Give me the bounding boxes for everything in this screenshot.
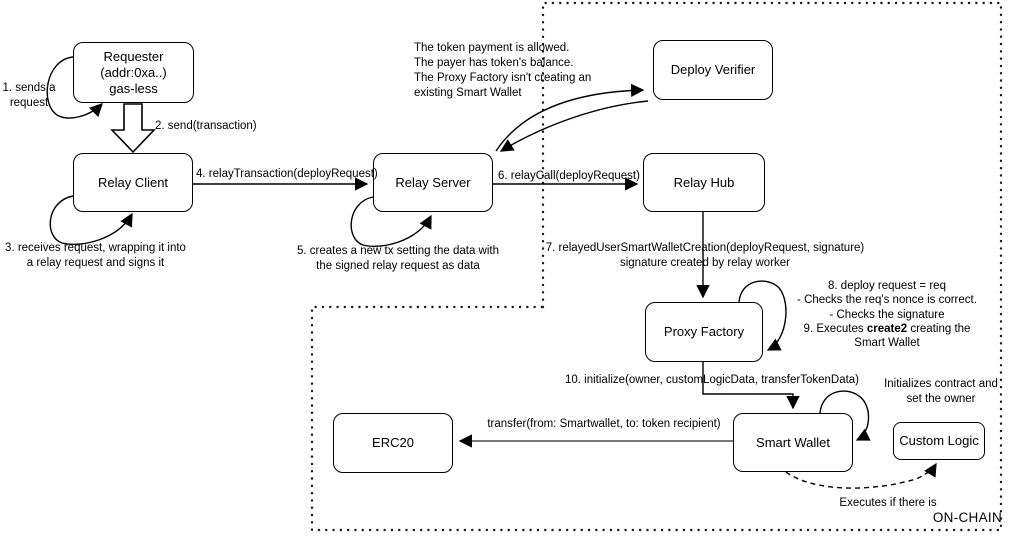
relay-server-box: Relay Server (373, 153, 493, 212)
relay-hub-box: Relay Hub (643, 153, 765, 212)
initializes-note: Initializes contract and set the owner (884, 378, 998, 405)
relay-hub-label: Relay Hub (673, 174, 735, 190)
step5-label: 5. creates a new tx setting the data wit… (296, 245, 499, 272)
custom-logic-label: Custom Logic (899, 433, 979, 448)
requester-label: Requester (addr:0xa..) gas-less (100, 48, 167, 96)
step10-label: 10. initialize(owner, customLogicData, t… (564, 374, 860, 386)
proxy-factory-box: Proxy Factory (645, 302, 763, 362)
arrow-from-deploy-verifier (499, 100, 649, 152)
smart-wallet-label: Smart Wallet (756, 434, 830, 450)
proxy-factory-label: Proxy Factory (663, 324, 745, 339)
step8-9-label: 8. deploy request = req - Checks the req… (797, 280, 977, 350)
step3-label: 3. receives request, wrapping it into a … (5, 242, 186, 269)
step4-label: 4. relayTransaction(deployRequest) (196, 168, 378, 180)
arrow-step2-block (110, 103, 156, 154)
step2-label: 2. send(transaction) (155, 120, 257, 132)
executes-label: Executes if there is (839, 497, 937, 509)
erc20-box: ERC20 (333, 413, 453, 473)
relay-server-label: Relay Server (395, 174, 471, 190)
verifier-note: The token payment is allowed. The payer … (414, 42, 592, 99)
deploy-verifier-box: Deploy Verifier (653, 40, 773, 100)
onchain-label: ON-CHAIN (932, 510, 1002, 525)
step6-label: 6. relayCall(deployRequest) (498, 170, 640, 182)
requester-box: Requester (addr:0xa..) gas-less (73, 42, 194, 103)
erc20-label: ERC20 (372, 435, 414, 450)
deploy-verifier-label: Deploy Verifier (670, 62, 756, 77)
step1-label: 1. sends a request (2, 82, 56, 109)
step7-label: 7. relayedUserSmartWalletCreation(deploy… (545, 242, 865, 269)
relay-client-box: Relay Client (73, 153, 193, 212)
create2-keyword: create2 (866, 322, 908, 335)
custom-logic-box: Custom Logic (893, 422, 985, 460)
relay-client-label: Relay Client (97, 174, 169, 190)
transfer-label: transfer(from: Smartwallet, to: token re… (487, 418, 721, 430)
